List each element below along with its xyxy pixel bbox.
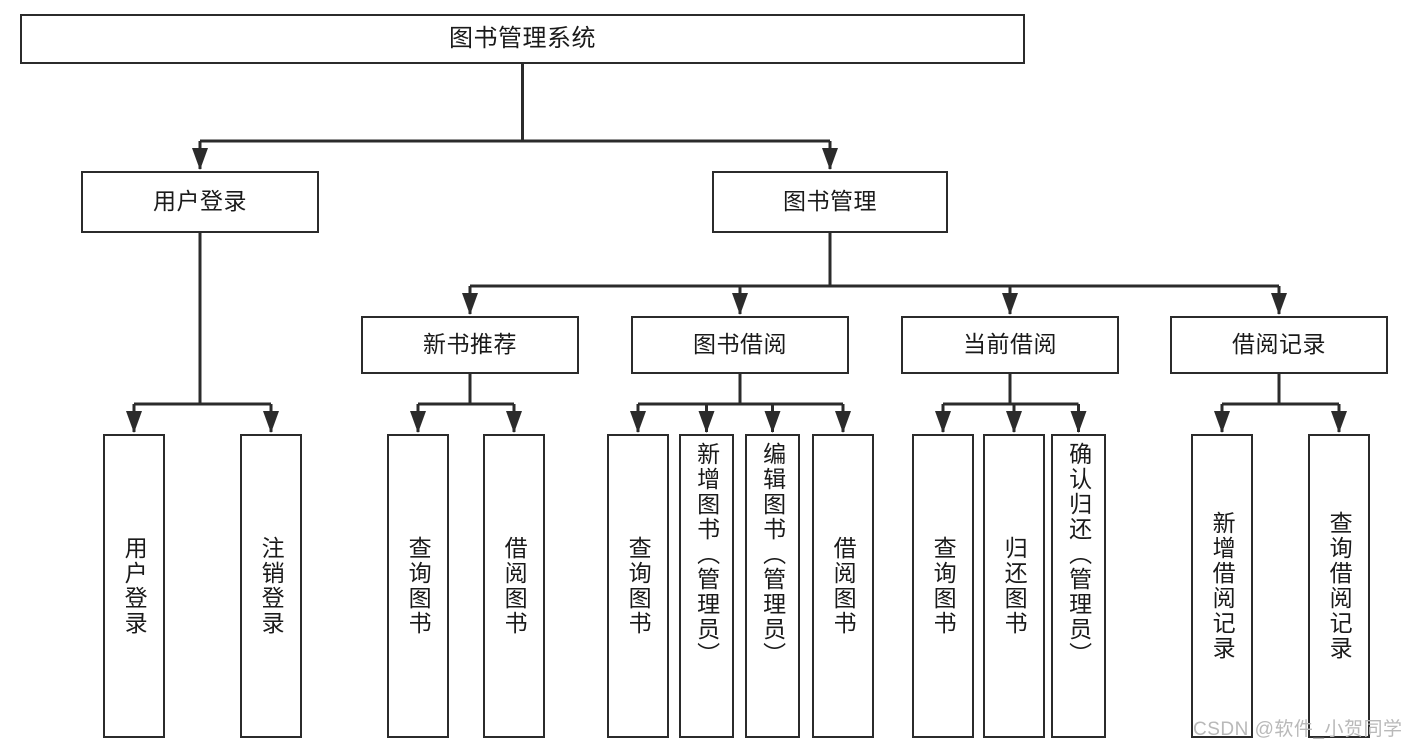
- node-label: 查询图书: [930, 536, 957, 636]
- arrowhead-icon: [1002, 293, 1018, 315]
- arrowhead-icon: [263, 411, 279, 433]
- node-label: 新书推荐: [423, 331, 517, 358]
- arrowhead-icon: [126, 411, 142, 433]
- arrowhead-icon: [506, 411, 522, 433]
- arrowhead-icon: [1214, 411, 1230, 433]
- arrowhead-icon: [1331, 411, 1347, 433]
- watermark: CSDN @软件_小贺同学: [1193, 719, 1403, 740]
- node-label: 确认归还（管理员）: [1065, 442, 1092, 667]
- node-label: 用户登录: [121, 536, 148, 636]
- node-label: 查询借阅记录: [1326, 511, 1353, 661]
- node-root[interactable]: 图书管理系统: [20, 14, 1025, 64]
- node-book-manage[interactable]: 图书管理: [712, 171, 948, 233]
- node-leaf-query-record[interactable]: 查询借阅记录: [1308, 434, 1370, 738]
- arrowhead-icon: [698, 411, 715, 433]
- node-label: 查询图书: [625, 536, 652, 636]
- node-label: 用户登录: [153, 188, 247, 215]
- node-label: 当前借阅: [963, 331, 1057, 358]
- node-leaf-logout[interactable]: 注销登录: [240, 434, 302, 738]
- arrowhead-icon: [835, 411, 851, 433]
- arrowhead-icon: [1271, 293, 1287, 315]
- node-leaf-confirm-return[interactable]: 确认归还（管理员）: [1051, 434, 1106, 738]
- node-label: 图书借阅: [693, 331, 787, 358]
- node-leaf-query-book[interactable]: 查询图书: [607, 434, 669, 738]
- node-label: 图书管理: [783, 188, 877, 215]
- node-label: 归还图书: [1001, 536, 1028, 636]
- node-label: 注销登录: [258, 536, 285, 636]
- node-leaf-add-book[interactable]: 新增图书（管理员）: [679, 434, 734, 738]
- node-leaf-edit-book[interactable]: 编辑图书（管理员）: [745, 434, 800, 738]
- node-book-borrow[interactable]: 图书借阅: [631, 316, 849, 374]
- node-current-borrow[interactable]: 当前借阅: [901, 316, 1119, 374]
- node-leaf-user-login[interactable]: 用户登录: [103, 434, 165, 738]
- node-leaf-borrow-book[interactable]: 借阅图书: [812, 434, 874, 738]
- arrowhead-icon: [732, 293, 748, 315]
- arrowhead-icon: [1006, 411, 1022, 433]
- node-new-book-rec[interactable]: 新书推荐: [361, 316, 579, 374]
- arrowhead-icon: [1070, 411, 1087, 433]
- arrowhead-icon: [462, 293, 478, 315]
- node-user-login[interactable]: 用户登录: [81, 171, 319, 233]
- node-label: 图书管理系统: [449, 24, 596, 52]
- arrowhead-icon: [630, 411, 646, 433]
- node-leaf-query-book-rec[interactable]: 查询图书: [387, 434, 449, 738]
- node-label: 查询图书: [405, 536, 432, 636]
- arrowhead-icon: [764, 411, 781, 433]
- node-label: 新增借阅记录: [1209, 511, 1236, 661]
- node-label: 借阅记录: [1232, 331, 1326, 358]
- node-leaf-query-book-cur[interactable]: 查询图书: [912, 434, 974, 738]
- arrowhead-icon: [935, 411, 951, 433]
- node-label: 新增图书（管理员）: [693, 442, 720, 667]
- node-borrow-record[interactable]: 借阅记录: [1170, 316, 1388, 374]
- node-label: 借阅图书: [501, 536, 528, 636]
- node-leaf-return-book[interactable]: 归还图书: [983, 434, 1045, 738]
- arrowhead-icon: [822, 148, 838, 170]
- arrowhead-icon: [192, 148, 208, 170]
- node-leaf-add-record[interactable]: 新增借阅记录: [1191, 434, 1253, 738]
- arrowhead-icon: [410, 411, 426, 433]
- node-label: 编辑图书（管理员）: [759, 442, 786, 667]
- node-label: 借阅图书: [830, 536, 857, 636]
- node-leaf-borrow-book-rec[interactable]: 借阅图书: [483, 434, 545, 738]
